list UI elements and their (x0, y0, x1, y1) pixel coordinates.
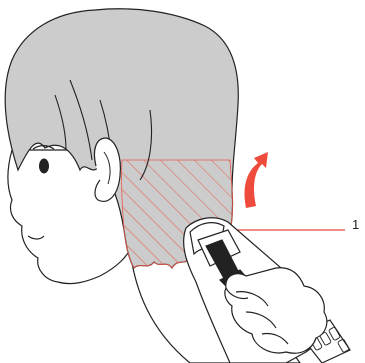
hair-clipper-icon (183, 217, 351, 363)
facial-features (27, 145, 55, 240)
hand-finger-2 (245, 311, 277, 329)
hand (224, 267, 328, 354)
curved-up-arrow-icon (244, 152, 268, 208)
eyebrow (32, 145, 55, 150)
callout-number: 1 (352, 217, 360, 232)
ear-inner (103, 151, 111, 185)
hand-finger-3 (261, 332, 289, 345)
mouth (27, 235, 45, 240)
thumb-nail (225, 287, 249, 300)
ear (93, 137, 121, 202)
eye (39, 158, 49, 174)
callout-leader (225, 227, 345, 233)
hand-finger-1 (235, 291, 269, 307)
